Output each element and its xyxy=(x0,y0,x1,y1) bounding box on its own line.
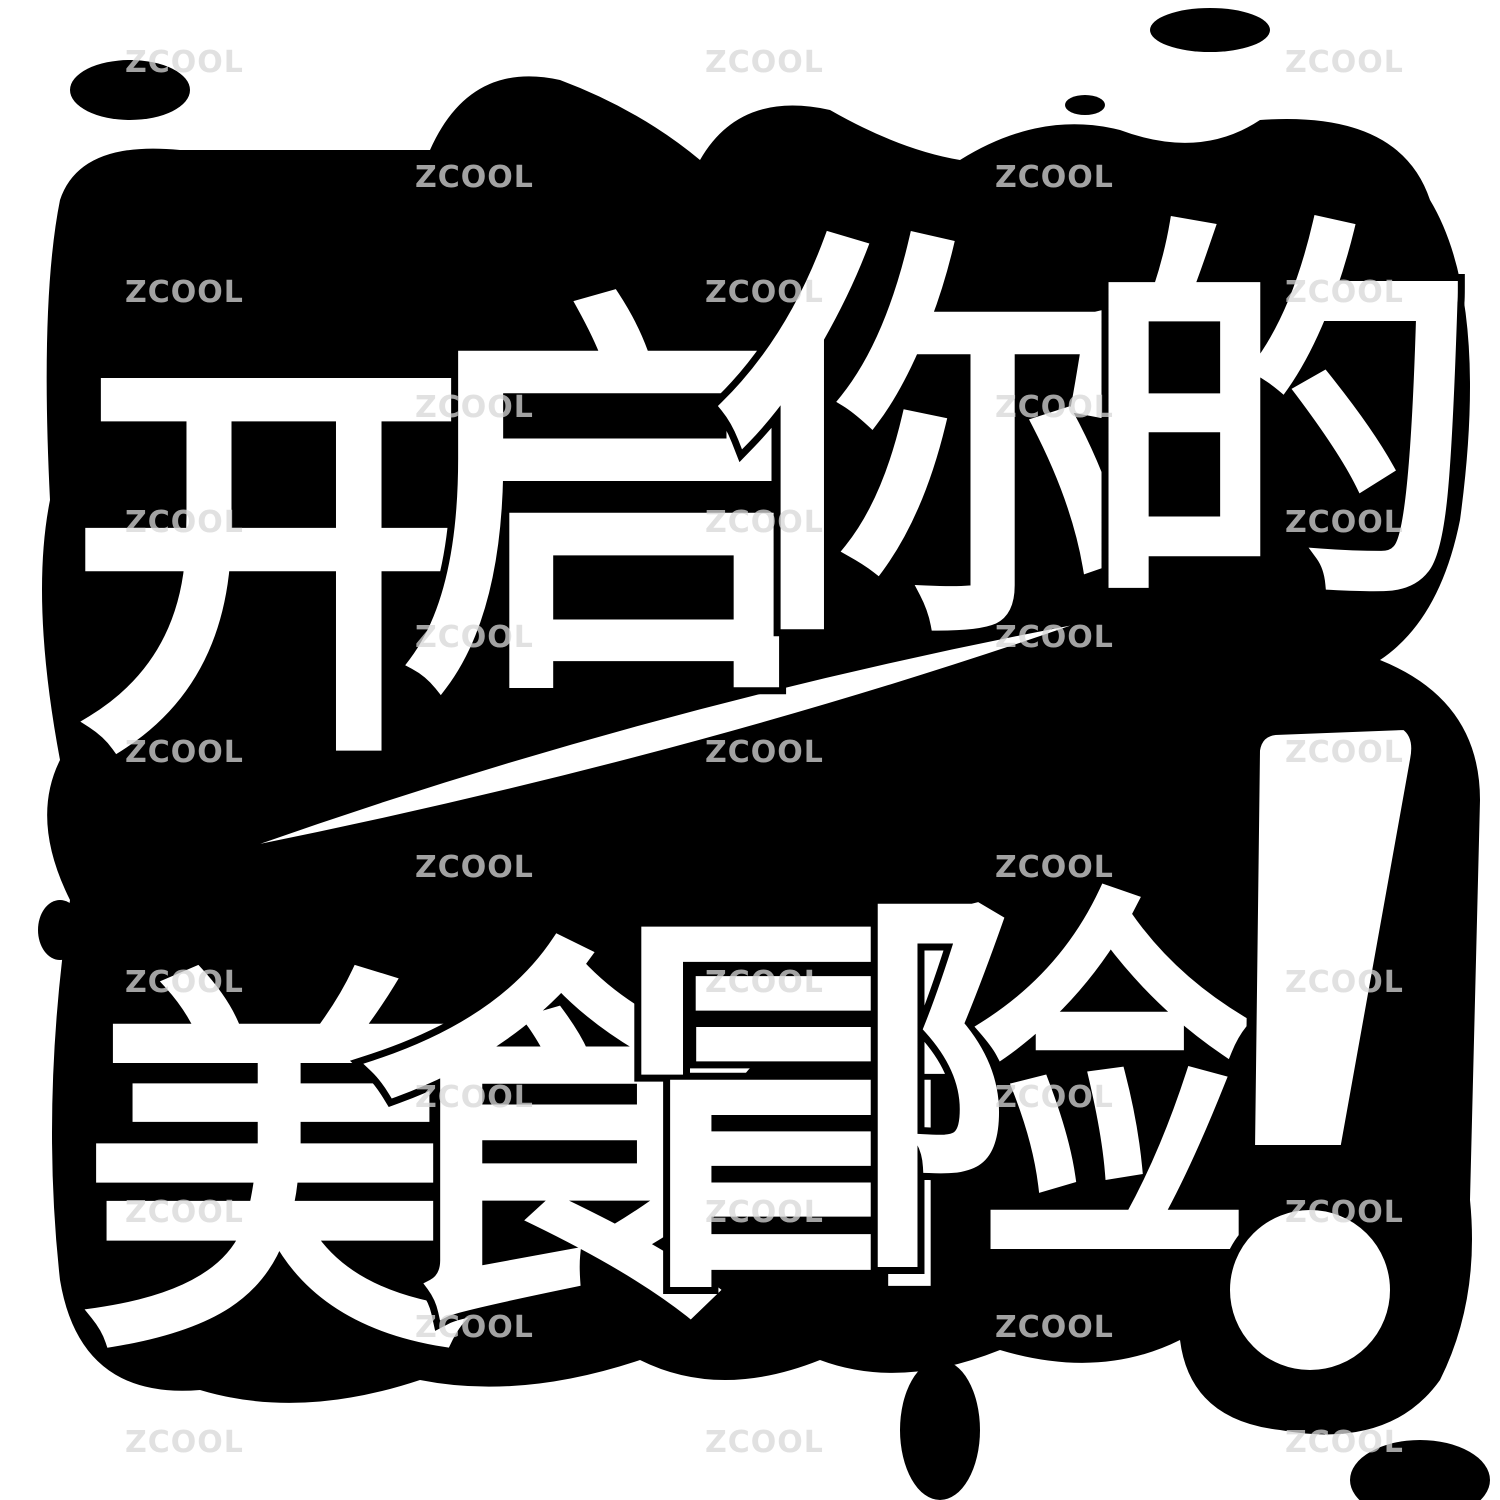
zcool-watermark: ZCOOL xyxy=(1285,965,1404,1000)
char: 食 xyxy=(360,910,766,1375)
splash-drop xyxy=(1150,8,1270,52)
zcool-watermark: ZCOOL xyxy=(415,620,534,655)
zcool-watermark: ZCOOL xyxy=(125,275,244,310)
headline-line1: 开 启 你 的 xyxy=(63,183,1487,817)
zcool-watermark: ZCOOL xyxy=(1285,1425,1404,1460)
char: 你 xyxy=(713,201,1140,690)
char: 的 xyxy=(1080,190,1480,655)
splash-drop xyxy=(1065,95,1105,115)
splash-drop xyxy=(38,900,82,960)
zcool-watermark: ZCOOL xyxy=(125,1425,244,1460)
zcool-watermark: ZCOOL xyxy=(125,735,244,770)
exclamation-mark xyxy=(1220,719,1422,1380)
char: 开 xyxy=(70,321,490,810)
splash-drop xyxy=(900,1360,980,1500)
headline-line2: 美 食 冒 险 xyxy=(73,853,1263,1412)
zcool-watermark: ZCOOL xyxy=(125,45,244,80)
backing-shape xyxy=(42,76,1480,1435)
zcool-watermark: ZCOOL xyxy=(705,45,824,80)
zcool-watermark: ZCOOL xyxy=(705,965,824,1000)
zcool-watermark: ZCOOL xyxy=(705,1195,824,1230)
zcool-watermark: ZCOOL xyxy=(415,850,534,885)
zcool-watermark: ZCOOL xyxy=(705,735,824,770)
zcool-watermark: ZCOOL xyxy=(1285,505,1404,540)
splash-drop xyxy=(70,60,190,120)
char: 冒 xyxy=(600,880,1000,1345)
char: 美 xyxy=(80,940,480,1405)
zcool-watermark: ZCOOL xyxy=(995,850,1114,885)
zcool-watermark: ZCOOL xyxy=(995,620,1114,655)
swoosh xyxy=(218,612,1112,858)
zcool-watermark: ZCOOL xyxy=(995,1310,1114,1345)
zcool-watermark: ZCOOL xyxy=(415,390,534,425)
zcool-watermark: ZCOOL xyxy=(995,1080,1114,1115)
char: 启 xyxy=(400,261,820,750)
char: 险 xyxy=(850,860,1256,1325)
zcool-watermark: ZCOOL xyxy=(705,505,824,540)
zcool-watermark: ZCOOL xyxy=(415,160,534,195)
zcool-watermark: ZCOOL xyxy=(415,1310,534,1345)
zcool-watermark: ZCOOL xyxy=(1285,735,1404,770)
zcool-watermark: ZCOOL xyxy=(125,505,244,540)
splash-drop xyxy=(1350,1440,1490,1500)
zcool-watermark: ZCOOL xyxy=(1285,45,1404,80)
zcool-watermark: ZCOOL xyxy=(415,1080,534,1115)
zcool-watermark: ZCOOL xyxy=(1285,275,1404,310)
zcool-watermark: ZCOOL xyxy=(995,390,1114,425)
zcool-watermark: ZCOOL xyxy=(995,160,1114,195)
zcool-watermark: ZCOOL xyxy=(1285,1195,1404,1230)
zcool-watermark: ZCOOL xyxy=(705,1425,824,1460)
zcool-watermark: ZCOOL xyxy=(125,1195,244,1230)
zcool-watermark: ZCOOL xyxy=(125,965,244,1000)
zcool-watermark: ZCOOL xyxy=(705,275,824,310)
